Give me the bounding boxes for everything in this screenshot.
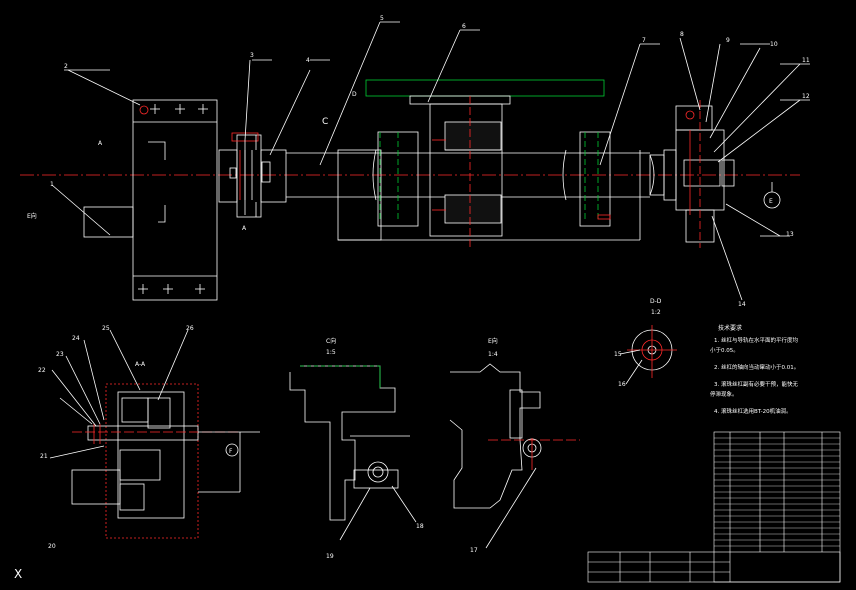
view-label-e-circle: E bbox=[769, 198, 773, 205]
view-label-aa: A-A bbox=[135, 361, 146, 368]
view-label-e-view: E向 bbox=[488, 337, 498, 345]
end-bearing bbox=[663, 100, 735, 248]
e-view-marker bbox=[763, 191, 781, 209]
leader-lines bbox=[51, 21, 810, 301]
section-dd bbox=[619, 325, 677, 385]
view-label-e-scale: 1:4 bbox=[488, 351, 498, 358]
balloon-11: 11 bbox=[802, 57, 810, 64]
balloon-21: 21 bbox=[40, 453, 48, 460]
view-label-d: D bbox=[352, 91, 357, 98]
section-aa bbox=[49, 329, 260, 539]
title-block-rows bbox=[714, 437, 840, 547]
balloon-1: 1 bbox=[50, 181, 54, 188]
balloon-17: 17 bbox=[470, 547, 478, 554]
view-label-c-view: C向 bbox=[326, 337, 336, 345]
balloon-13: 13 bbox=[786, 231, 794, 238]
notes-line-5: 停滞现象。 bbox=[710, 390, 738, 398]
nut-table bbox=[365, 79, 605, 248]
notes-line-2: 小于0.05。 bbox=[710, 346, 739, 354]
balloon-16: 16 bbox=[618, 381, 626, 388]
view-label-dd: D-D bbox=[650, 298, 662, 305]
view-label-c: C bbox=[322, 117, 328, 127]
balloon-24: 24 bbox=[72, 335, 80, 342]
view-label-e-dir: E向 bbox=[27, 212, 37, 220]
balloon-20: 20 bbox=[48, 543, 56, 550]
notes-line-3: 2. 丝杠的轴向当动窜动小于0.01。 bbox=[714, 363, 799, 371]
balloon-18: 18 bbox=[416, 523, 424, 530]
view-label-a-top: A bbox=[98, 140, 103, 147]
balloon-7: 7 bbox=[642, 37, 646, 44]
balloon-10: 10 bbox=[770, 41, 778, 48]
origin-mark: X bbox=[14, 567, 22, 581]
view-e bbox=[449, 363, 580, 549]
balloon-12: 12 bbox=[802, 93, 810, 100]
balloon-6: 6 bbox=[462, 23, 466, 30]
motor bbox=[83, 99, 218, 301]
balloon-22: 22 bbox=[38, 367, 46, 374]
balloon-19: 19 bbox=[326, 553, 334, 560]
notes-line-4: 3. 滚珠丝杠副有必要干预，能快无 bbox=[714, 380, 798, 388]
balloon-3: 3 bbox=[250, 52, 254, 59]
balloon-26: 26 bbox=[186, 325, 194, 332]
view-label-dd-scale: 1:2 bbox=[651, 309, 661, 316]
view-label-a-bottom: A bbox=[242, 225, 247, 232]
view-label-c-scale: 1:5 bbox=[326, 349, 336, 356]
coupling bbox=[218, 132, 287, 218]
notes-line-1: 1. 丝杠与导轨在水平面的平行度均 bbox=[714, 336, 798, 344]
view-c bbox=[289, 365, 417, 541]
balloon-4: 4 bbox=[306, 57, 310, 64]
balloon-5: 5 bbox=[380, 15, 384, 22]
notes-title: 技术要求 bbox=[718, 324, 742, 332]
balloon-25: 25 bbox=[102, 325, 110, 332]
balloon-23: 23 bbox=[56, 351, 64, 358]
balloon-8: 8 bbox=[680, 31, 684, 38]
view-label-f: F bbox=[229, 448, 233, 455]
balloon-2: 2 bbox=[64, 63, 68, 70]
labels: 1 2 3 4 5 6 7 8 9 10 11 12 13 14 15 16 1… bbox=[14, 15, 810, 581]
screw-assembly bbox=[286, 131, 665, 241]
balloon-14: 14 bbox=[738, 301, 746, 308]
balloon-15: 15 bbox=[614, 351, 622, 358]
title-block bbox=[587, 431, 841, 583]
notes-line-6: 4. 滚珠丝杠选用BT-20机油润。 bbox=[714, 407, 792, 415]
balloon-9: 9 bbox=[726, 37, 730, 44]
